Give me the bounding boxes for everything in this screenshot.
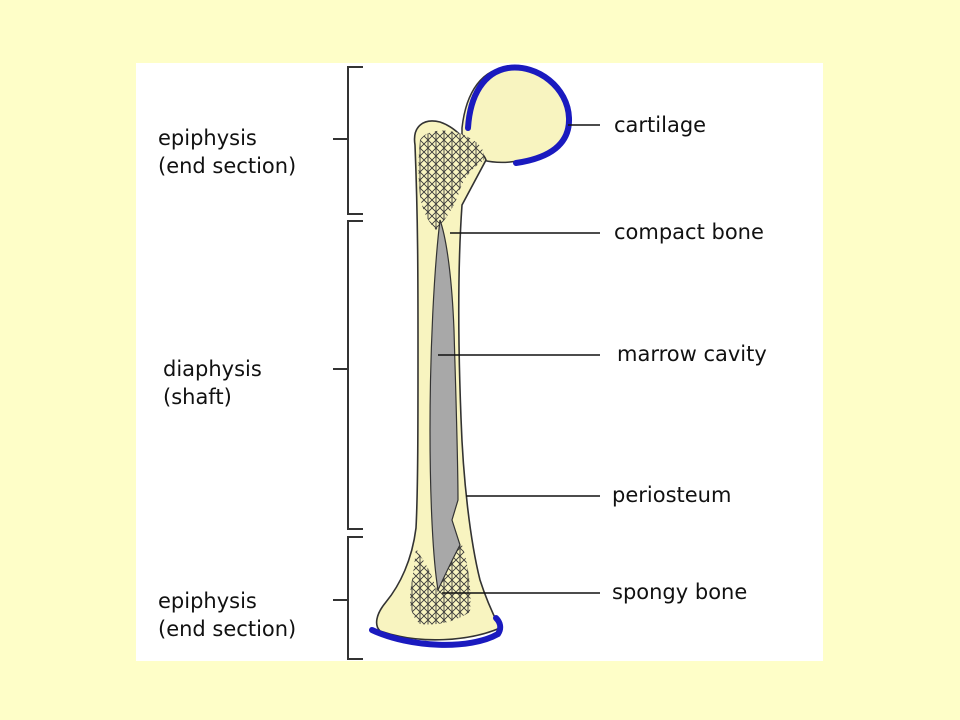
label-epiphysis-bottom: epiphysis (end section) (158, 587, 296, 643)
bracket-epiphysis-bottom (333, 536, 363, 660)
label-epiphysis-bottom-line1: epiphysis (158, 589, 257, 613)
marrow-cavity (429, 219, 461, 593)
bracket-epiphysis-top (333, 66, 363, 215)
bracket-diaphysis (333, 220, 363, 530)
label-epiphysis-top: epiphysis (end section) (158, 124, 296, 180)
cartilage-outline-bottom (369, 615, 504, 648)
spongy-bone-top (418, 130, 485, 230)
label-diaphysis: diaphysis (shaft) (163, 355, 262, 411)
pointer-lines (438, 124, 600, 594)
label-diaphysis-line2: (shaft) (163, 385, 232, 409)
label-compact-bone: compact bone (614, 220, 764, 244)
label-epiphysis-top-line2: (end section) (158, 154, 297, 178)
label-epiphysis-top-line1: epiphysis (158, 126, 257, 150)
label-periosteum: periosteum (612, 483, 732, 507)
label-epiphysis-bottom-line2: (end section) (158, 617, 297, 641)
cartilage-outline-top (465, 64, 573, 166)
label-spongy-bone: spongy bone (612, 580, 748, 604)
label-diaphysis-line1: diaphysis (163, 357, 262, 381)
label-cartilage: cartilage (614, 113, 707, 137)
label-marrow-cavity: marrow cavity (617, 342, 767, 366)
